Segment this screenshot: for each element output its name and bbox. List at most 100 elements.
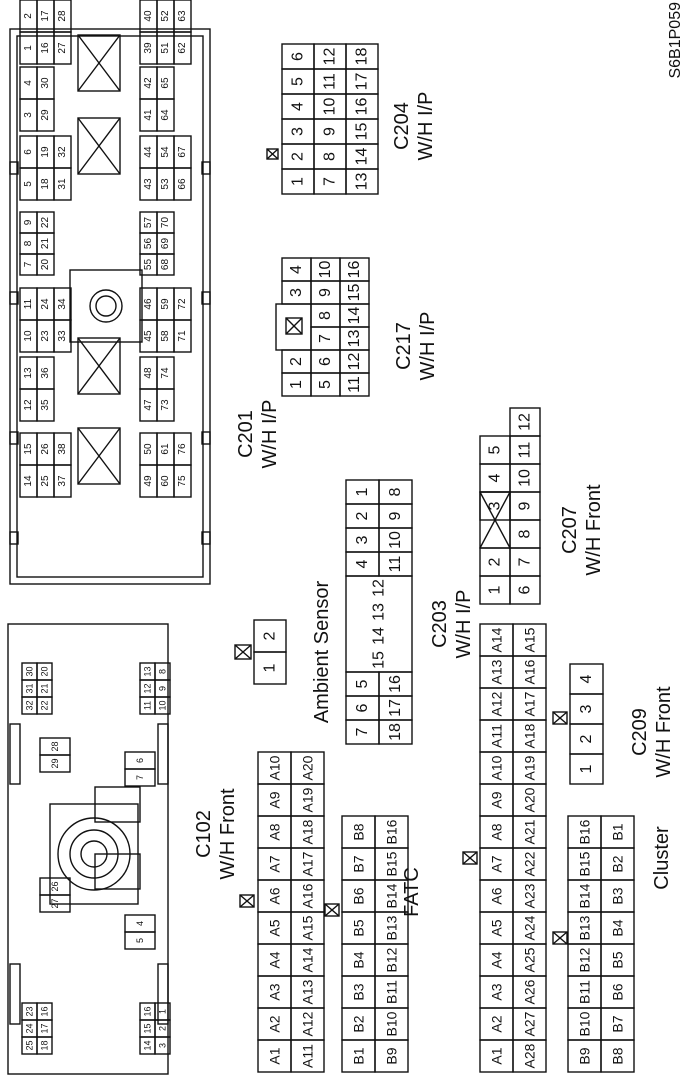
c102-pin: 14: [143, 1040, 153, 1050]
c204-pin: 9: [322, 127, 339, 136]
c201-latch: [9, 531, 19, 545]
c201-outer-pin: 76: [177, 443, 188, 455]
fatc-b-pin: B7: [351, 855, 367, 872]
c201-housing-inner: [16, 35, 204, 578]
c201-outer-pin: 61: [160, 443, 171, 455]
c201-latch: [9, 161, 19, 175]
fatc-a-pin: A2: [267, 1015, 283, 1032]
c204-pin: 5: [290, 77, 307, 86]
c204-pin: 2: [290, 152, 307, 161]
c207-pin: 8: [517, 529, 534, 538]
cluster-a-key-diag: [462, 851, 478, 865]
fatc-b-pin: B6: [351, 887, 367, 904]
c201-outer-pin: 51: [160, 42, 171, 54]
c201-inner-cell: [36, 66, 55, 100]
c201-outer-pin: 45: [143, 330, 154, 342]
c201-outer-pin: 69: [160, 238, 171, 250]
cluster-a-cell: [512, 623, 547, 657]
c203-right-pin: 9: [387, 511, 404, 520]
c201-outer-pin: 47: [143, 399, 154, 411]
c207-pin: 7: [517, 557, 534, 566]
cluster-b-pin: B11: [577, 980, 593, 1004]
c201-inner-cell: [53, 0, 72, 33]
c102-cell: [36, 662, 53, 681]
c102-pin: 28: [50, 741, 60, 751]
c102-pin: 15: [143, 1023, 153, 1033]
c209-harness: W/H Front: [653, 686, 675, 778]
c102-pin: 21: [40, 683, 50, 693]
c217-pin: 3: [288, 288, 305, 297]
cluster-a-pin: A2: [489, 1015, 505, 1032]
cluster-a-pin: A5: [489, 919, 505, 936]
c207-blank-diag: [479, 491, 511, 549]
c203-name: C203: [429, 600, 451, 648]
c102-pin: 3: [158, 1043, 168, 1048]
cluster-a-pin: A7: [489, 855, 505, 872]
c201-inner-pin: 4: [23, 80, 34, 86]
cluster-b-pin: B6: [610, 983, 626, 1000]
c102-pin: 24: [25, 1023, 35, 1033]
c201-outer-pin: 55: [143, 259, 154, 271]
c102-pin: 18: [40, 1040, 50, 1050]
fatc-b-pin: B16: [384, 819, 400, 844]
c207-pin: 2: [487, 557, 504, 566]
cluster-a-pin: A26: [522, 979, 538, 1004]
c102-harness: W/H Front: [217, 788, 239, 880]
fatc-a-cell: [290, 751, 325, 785]
c102-pin: 9: [158, 686, 168, 691]
c201-inner-pin: 27: [57, 42, 68, 54]
cluster-label: Cluster: [651, 826, 673, 890]
cluster-b-pin: B14: [577, 883, 593, 908]
cluster-a-pin: A13: [489, 659, 505, 684]
c201-inner-pin: 25: [40, 475, 51, 487]
c201-inner-pin: 13: [23, 367, 34, 379]
c203-right-pin: 10: [387, 531, 404, 549]
c217-pin: 14: [346, 307, 363, 325]
c204-pin: 6: [290, 52, 307, 61]
c204-pin: 17: [354, 73, 371, 91]
fatc-b-pin: B8: [351, 823, 367, 840]
c203-left-pin: 17: [387, 699, 404, 717]
c102-pin: 17: [40, 1023, 50, 1033]
c102-pin: 27: [50, 898, 60, 908]
c217-name: C217: [393, 322, 415, 370]
cluster-a-pin: A9: [489, 791, 505, 808]
c201-inner-cell: [53, 432, 72, 466]
c201-inner-pin: 22: [40, 217, 51, 229]
c207-pin: 10: [517, 469, 534, 487]
fatc-b-pin: B10: [384, 1011, 400, 1036]
c201-outer-pin: 66: [177, 178, 188, 190]
cluster-a-pin: A10: [489, 755, 505, 780]
c209-key-diag: [552, 711, 568, 725]
c201-inner-pin: 8: [23, 240, 34, 246]
c201-housing: [9, 28, 211, 585]
c102-pin: 7: [135, 775, 145, 780]
c201-outer-cell: [156, 66, 175, 100]
c217-pin: 4: [288, 265, 305, 274]
fatc-b-pin: B5: [351, 919, 367, 936]
cluster-b-cell: [600, 815, 635, 849]
fatc-a-pin: A15: [300, 915, 316, 940]
cluster-a-pin: A19: [522, 755, 538, 780]
cluster-b-pin: B1: [610, 823, 626, 840]
c201-outer-pin: 60: [160, 475, 171, 487]
cluster-a-pin: A12: [489, 691, 505, 716]
c201-inner-pin: 23: [40, 330, 51, 342]
cluster-a-pin: A3: [489, 983, 505, 1000]
cluster-b-pin: B16: [577, 819, 593, 844]
fatc-a-pin: A12: [300, 1011, 316, 1036]
c201-inner-pin: 7: [23, 261, 34, 267]
c207-pin: 6: [517, 585, 534, 594]
cluster-b-pin: B10: [577, 1011, 593, 1036]
c201-outer-pin: 57: [143, 217, 154, 229]
c102-latch: [157, 963, 169, 1025]
c201-outer-cell: [173, 135, 192, 169]
c203-right-pin: 4: [354, 559, 371, 568]
c102-cell: [124, 914, 156, 933]
cluster-a-pin: A24: [522, 915, 538, 940]
c201-latch: [201, 291, 211, 305]
connector-labels: C201 W/H I/P C204 W/H I/P C217 W/H I/P A…: [193, 2, 684, 917]
fatc-a-pin: A16: [300, 883, 316, 908]
c201-outer-pin: 48: [143, 367, 154, 379]
c201-inner-pin: 35: [40, 399, 51, 411]
